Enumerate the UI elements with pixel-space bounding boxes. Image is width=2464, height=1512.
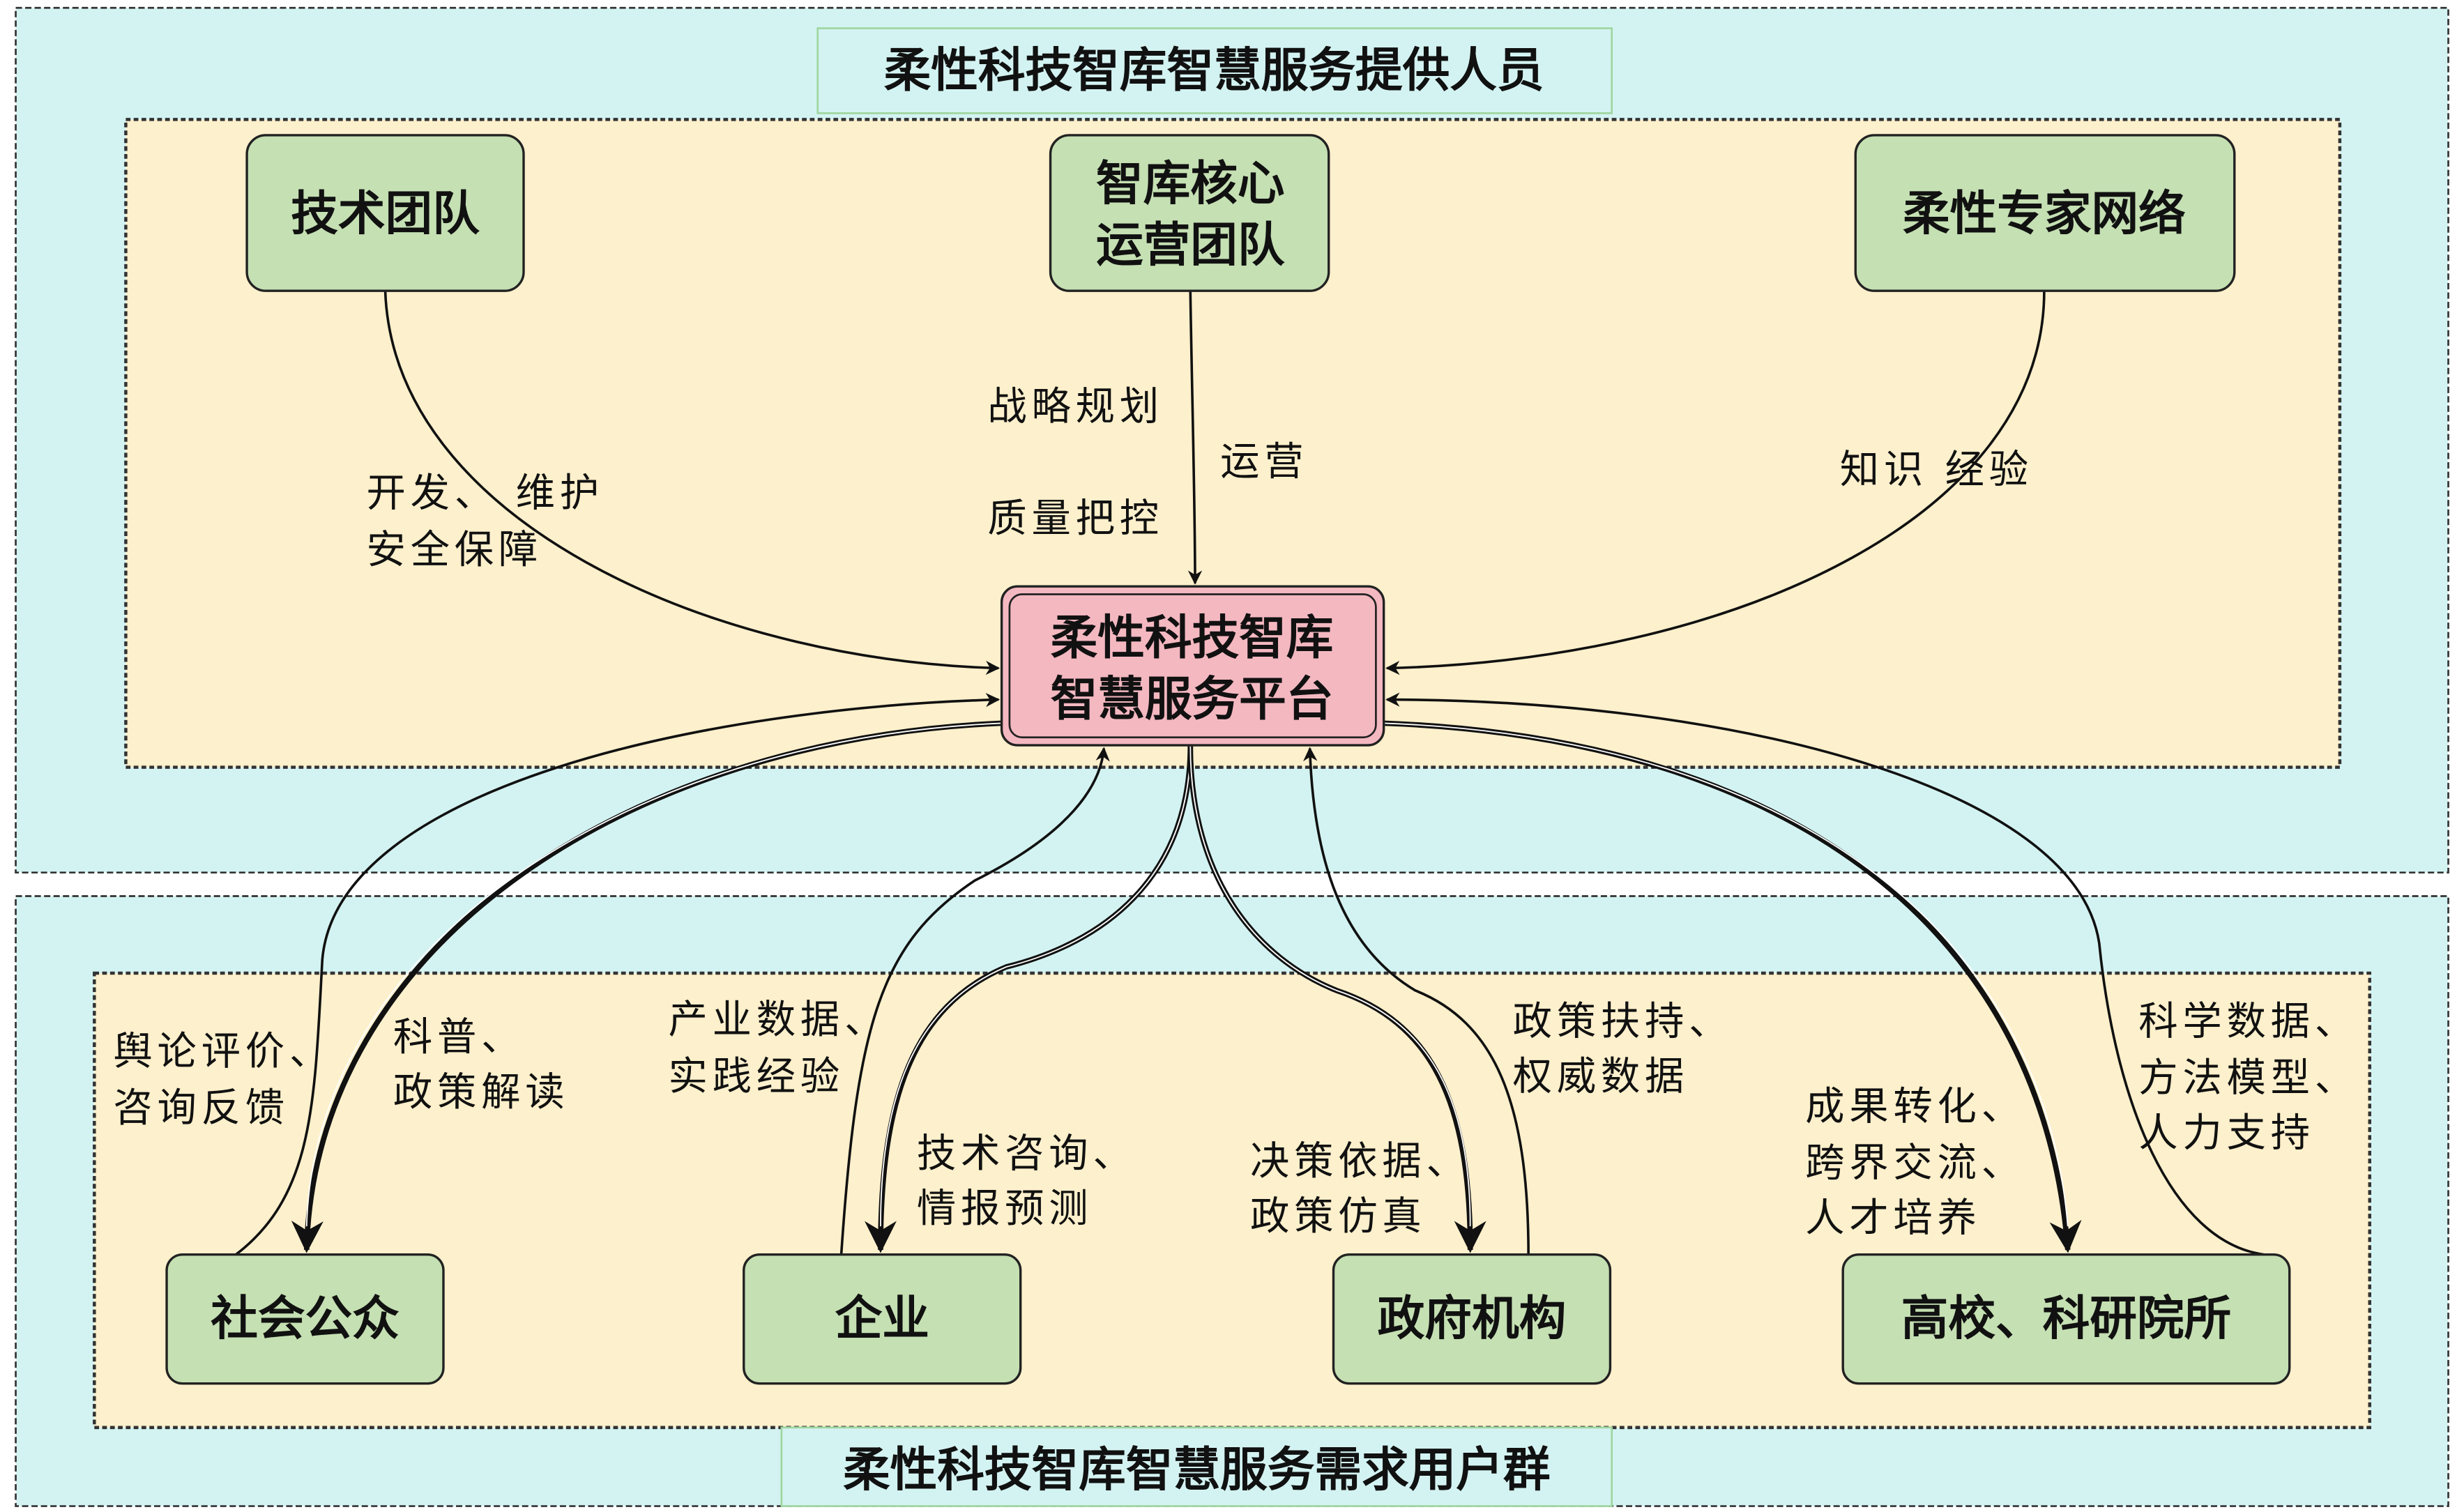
node-government: 政府机构 <box>1332 1253 1612 1385</box>
svg-text:社会公众: 社会公众 <box>211 1291 400 1346</box>
label-univ-up-2: 方法模型、 <box>2138 1055 2359 1101</box>
edge-gov-to-platform <box>1303 747 1530 1255</box>
edge-platform-to-gov <box>1187 745 1486 1253</box>
label-enterprise-up-2: 实践经验 <box>669 1054 845 1099</box>
label-core-strategy: 战略规划 <box>987 384 1164 429</box>
label-univ-down-1: 成果转化、 <box>1805 1084 2025 1129</box>
label-univ-down-3: 人才培养 <box>1805 1196 1982 1241</box>
label-public-down-1: 科普、 <box>393 1015 525 1060</box>
label-public-up-2: 咨询反馈 <box>113 1085 289 1131</box>
node-public: 社会公众 <box>165 1253 445 1385</box>
svg-text:技术团队: 技术团队 <box>291 185 480 240</box>
svg-text:柔性科技智库: 柔性科技智库 <box>1051 610 1334 665</box>
label-gov-down-1: 决策依据、 <box>1250 1139 1470 1184</box>
svg-text:高校、科研院所: 高校、科研院所 <box>1901 1291 2231 1346</box>
label-enterprise-down-2: 情报预测 <box>917 1186 1093 1231</box>
edge-platform-to-public <box>291 720 1002 1253</box>
users-title: 柔性科技智库智慧服务需求用户群 <box>843 1442 1551 1497</box>
providers-title: 柔性科技智库智慧服务提供人员 <box>884 43 1544 98</box>
edge-platform-to-univ <box>1383 720 2082 1253</box>
edge-public-to-platform <box>235 692 1001 1256</box>
label-core-quality: 质量把控 <box>987 496 1164 541</box>
label-univ-up-1: 科学数据、 <box>2138 999 2359 1044</box>
label-enterprise-down-1: 技术咨询、 <box>917 1131 1137 1176</box>
label-tech-2: 安全保障 <box>366 527 542 572</box>
node-enterprise: 企业 <box>743 1253 1022 1385</box>
svg-text:政府机构: 政府机构 <box>1378 1291 1567 1346</box>
edge-core-to-platform <box>1187 291 1203 585</box>
edge-expert-to-platform <box>1385 291 2046 675</box>
edge-platform-to-enterprise <box>864 745 1194 1253</box>
label-public-up-1: 舆论评价、 <box>113 1029 333 1074</box>
node-universities: 高校、科研院所 <box>1841 1253 2291 1385</box>
node-tech-team: 技术团队 <box>245 134 525 292</box>
node-core-ops-team: 智库核心 运营团队 <box>1049 134 1330 292</box>
providers-title-box <box>816 27 1613 114</box>
svg-text:运营团队: 运营团队 <box>1096 217 1285 272</box>
users-title-box <box>780 1426 1613 1507</box>
label-tech-1: 开发、 维护 <box>366 471 603 516</box>
edge-tech-to-platform <box>383 291 1001 675</box>
label-gov-up-2: 权威数据 <box>1513 1054 1689 1099</box>
node-expert-network: 柔性专家网络 <box>1854 134 2236 292</box>
label-expert: 知识 经验 <box>1840 447 2033 492</box>
svg-text:智慧服务平台: 智慧服务平台 <box>1051 671 1334 726</box>
label-core-ops: 运营 <box>1220 439 1308 484</box>
svg-text:柔性专家网络: 柔性专家网络 <box>1903 185 2186 240</box>
label-enterprise-up-1: 产业数据、 <box>669 998 889 1043</box>
svg-text:智库核心: 智库核心 <box>1096 155 1285 211</box>
edge-univ-to-platform <box>1385 692 2265 1256</box>
label-public-down-2: 政策解读 <box>393 1069 570 1115</box>
label-univ-down-2: 跨界交流、 <box>1805 1140 2025 1186</box>
label-gov-down-2: 政策仿真 <box>1250 1194 1427 1239</box>
label-univ-up-3: 人力支持 <box>2138 1110 2315 1156</box>
svg-text:企业: 企业 <box>835 1291 929 1346</box>
edge-enterprise-to-platform <box>839 747 1110 1255</box>
label-gov-up-1: 政策扶持、 <box>1513 999 1733 1044</box>
node-platform: 柔性科技智库 智慧服务平台 <box>1000 585 1385 747</box>
